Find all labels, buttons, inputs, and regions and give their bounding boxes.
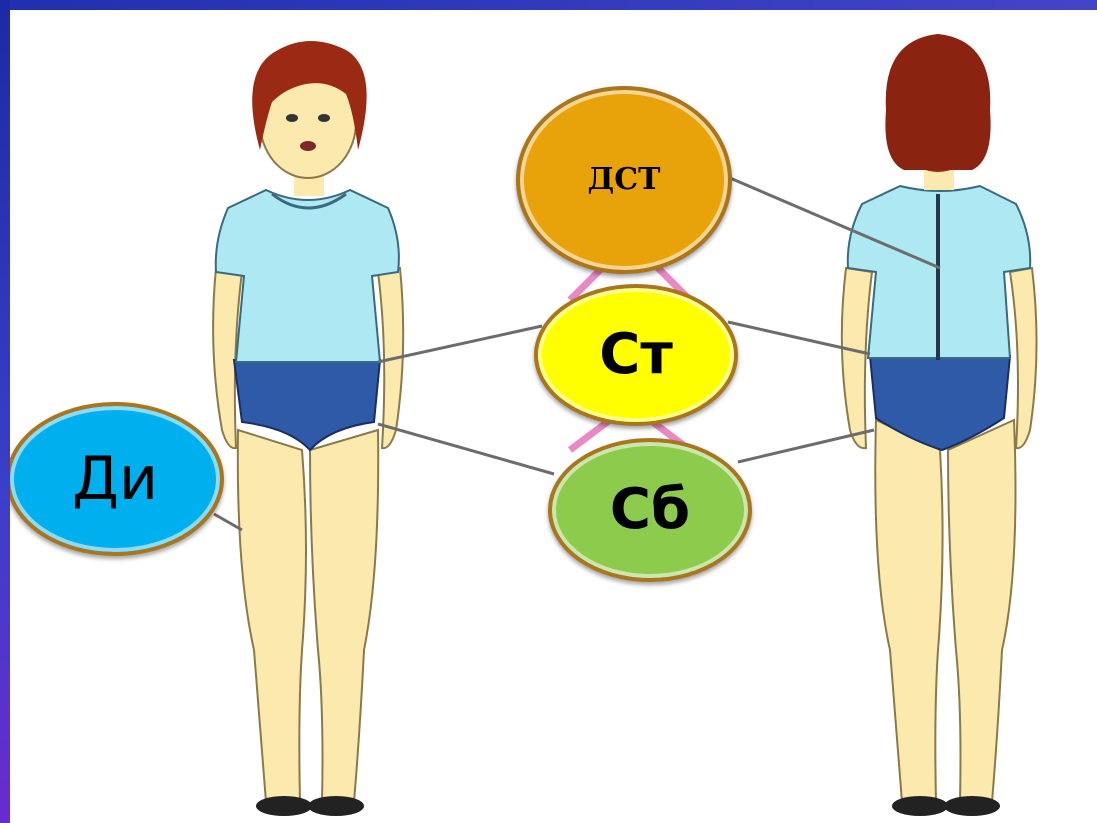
front-shirt [214,188,400,363]
connector-waist-front [377,324,543,364]
connector-leg-length [213,512,243,532]
front-shoe-right [308,796,364,816]
slide-frame-left [0,0,10,823]
back-figure [840,34,1038,816]
hips-badge: Сб [548,438,752,582]
back-hair [885,34,991,170]
waist-badge: Ст [534,284,738,426]
back-briefs [868,355,1012,452]
upper-back-badge: ДСТ [516,86,732,274]
front-leg-left [236,428,307,803]
back-shoe-right [944,796,1000,816]
front-briefs [232,359,382,452]
back-arm-left [840,266,874,450]
slide-canvas: ДСТ Ст Сб Ди [10,10,1097,823]
figure-illustration [212,34,1038,816]
leg-length-badge: Ди [10,402,224,556]
connector-lines [213,176,941,532]
back-leg-right [946,418,1017,803]
connector-upper-back [729,176,941,270]
connector-hips-back [737,428,875,464]
upper-back-label: ДСТ [587,162,661,197]
front-shoe-left [256,796,312,816]
back-shoe-left [892,796,948,816]
back-leg-left [874,418,944,803]
back-arm-right [1008,266,1038,450]
front-figure [212,41,405,816]
front-arm-left [212,266,244,450]
slide-frame-top [0,0,1097,10]
waist-label: Ст [599,322,673,387]
connector-hips-front [377,422,555,476]
leg-length-label: Ди [72,444,158,514]
front-hair [252,41,367,150]
hips-label: Сб [609,477,691,542]
connector-waist-back [727,320,871,356]
front-leg-right [308,428,380,803]
